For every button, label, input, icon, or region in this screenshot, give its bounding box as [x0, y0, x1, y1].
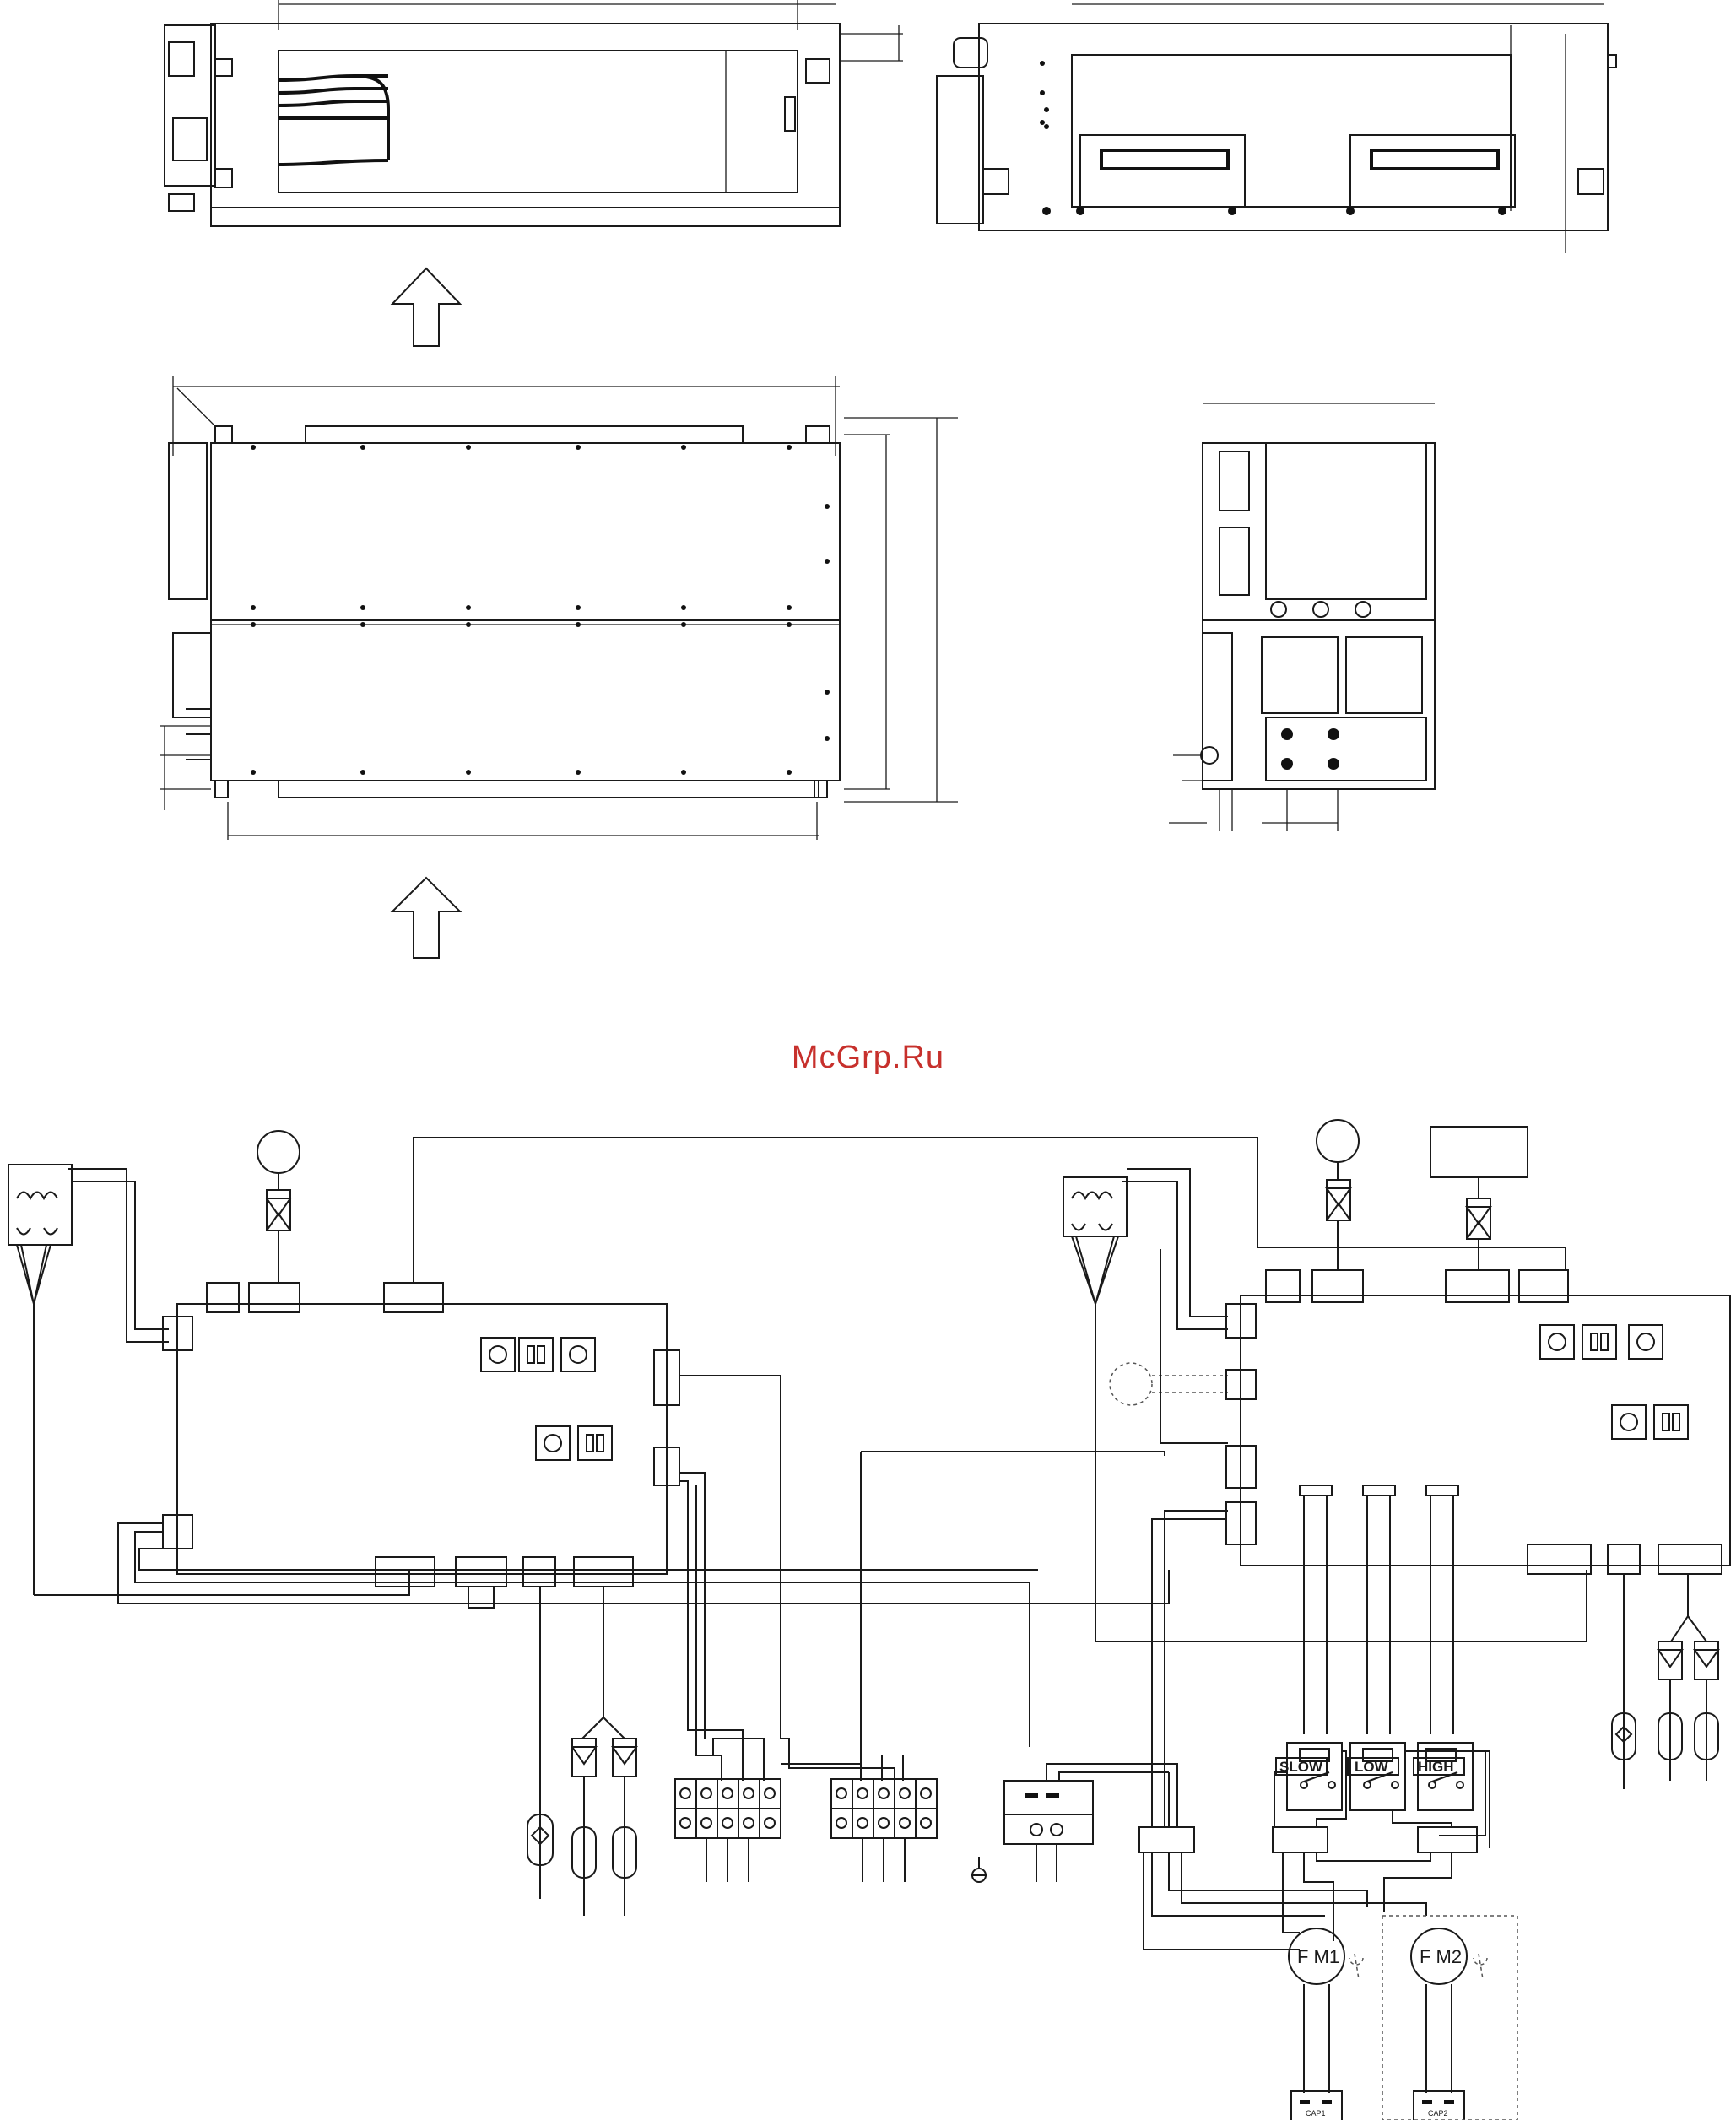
relay-label-low: LOW — [1355, 1759, 1389, 1775]
fan-motor-1: F M1 CAP1 — [1289, 1928, 1363, 2120]
motor-label-1: F M1 — [1297, 1946, 1339, 1967]
unit-rear-view — [937, 4, 1616, 253]
unit-top-view — [165, 0, 903, 226]
terminal-block-a — [675, 1779, 781, 1882]
up-arrow-icon — [392, 268, 460, 346]
transformer-icon — [8, 1165, 72, 1245]
ground-icon — [971, 1857, 987, 1882]
terminal-block-b — [831, 1779, 937, 1882]
display-box — [1430, 1127, 1528, 1177]
sensor-icon — [1317, 1120, 1359, 1162]
capacitor-label-1: CAP1 — [1306, 2109, 1326, 2117]
connector-icon — [1418, 1827, 1477, 1852]
relay-label-high: HIGH — [1418, 1759, 1454, 1775]
fan-motor-2: F M2 CAP2 — [1411, 1928, 1487, 2120]
relay-slow — [1287, 1743, 1342, 1810]
connector-icon — [1139, 1827, 1194, 1852]
relay-high — [1418, 1743, 1473, 1810]
watermark: McGrp.Ru — [0, 1040, 1736, 1076]
sensor-icon — [257, 1131, 300, 1173]
dip-switch-icon — [481, 1338, 612, 1460]
dip-switch-icon — [1540, 1325, 1688, 1439]
wiring-diagram: SLOW LOW HIGH F M1 — [8, 1120, 1730, 2120]
pcb-right — [1241, 1295, 1730, 1566]
unit-front-view — [160, 376, 958, 840]
screw-dots — [251, 445, 830, 775]
capacitor-label-2: CAP2 — [1428, 2109, 1448, 2117]
connector-icon — [1273, 1827, 1328, 1852]
relay-low — [1350, 1743, 1405, 1810]
transformer-icon — [1063, 1177, 1127, 1236]
motor-label-2: F M2 — [1420, 1946, 1462, 1967]
up-arrow-icon — [392, 878, 460, 958]
unit-side-view — [1169, 403, 1435, 831]
power-terminal — [1004, 1781, 1093, 1882]
piping-bundle-icon — [165, 25, 388, 211]
